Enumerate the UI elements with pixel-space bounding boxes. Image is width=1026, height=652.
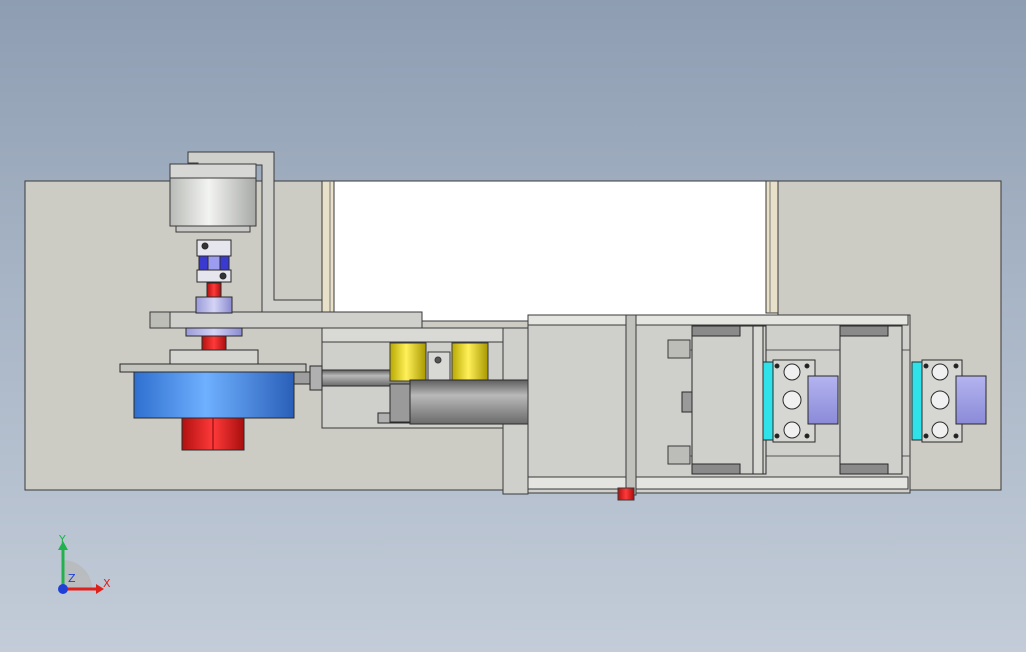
z-axis-label: Z — [68, 572, 76, 585]
gripper-fixture-2[interactable] — [839, 325, 987, 475]
spindle[interactable] — [185, 327, 243, 351]
motor[interactable] — [169, 163, 257, 233]
y-axis-label: Y — [58, 533, 66, 546]
coordinate-triad: X Y Z — [58, 533, 111, 594]
gripper-fixture-1[interactable] — [691, 325, 839, 475]
piston-rod-left[interactable] — [293, 365, 413, 391]
motor-bracket[interactable] — [149, 151, 423, 329]
x-axis-label: X — [103, 577, 111, 590]
turntable[interactable] — [119, 349, 307, 451]
z-axis-dot — [58, 584, 68, 594]
spring-guides[interactable] — [389, 342, 489, 382]
coupling[interactable] — [195, 239, 233, 314]
